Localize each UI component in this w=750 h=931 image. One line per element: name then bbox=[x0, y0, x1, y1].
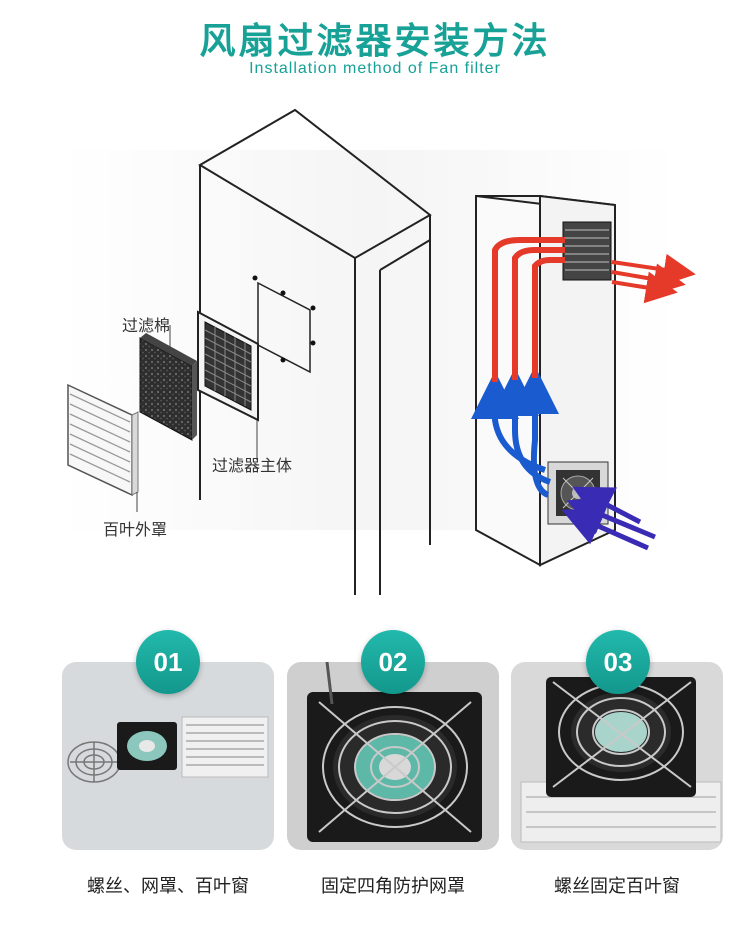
label-louver-cover: 百叶外罩 bbox=[103, 520, 168, 539]
filter-body bbox=[197, 310, 259, 422]
step-3-photo bbox=[511, 662, 723, 850]
step-1-caption: 螺丝、网罩、百叶窗 bbox=[87, 876, 249, 897]
leader-lines bbox=[136, 325, 258, 512]
louver-panel-icon bbox=[181, 716, 269, 778]
step-2-number-badge: 02 bbox=[361, 630, 425, 694]
step-3-caption: 螺丝固定百叶窗 bbox=[554, 876, 680, 897]
screwdriver-icon bbox=[325, 662, 334, 705]
fan-guard-icon bbox=[318, 701, 472, 833]
enclosure-airflow-illustration bbox=[471, 194, 696, 567]
installation-diagram bbox=[60, 108, 696, 595]
page-subtitle: Installation method of Fan filter bbox=[249, 60, 501, 77]
page-title: 风扇过滤器安装方法 bbox=[199, 21, 551, 62]
step-1-photo bbox=[62, 662, 274, 850]
step-3-number-badge: 03 bbox=[586, 630, 650, 694]
fan-icon bbox=[117, 722, 177, 770]
step-2-photo bbox=[287, 662, 499, 850]
fan-guard-icon bbox=[67, 741, 121, 783]
step-2-caption: 固定四角防护网罩 bbox=[321, 876, 465, 897]
step-2-illustration bbox=[307, 662, 482, 842]
exhaust-grille bbox=[562, 221, 612, 281]
fan-guard-icon bbox=[552, 681, 692, 788]
step-1-number-badge: 01 bbox=[136, 630, 200, 694]
mounting-cutout bbox=[252, 275, 316, 374]
louver-cover bbox=[67, 383, 139, 497]
step-3-illustration bbox=[520, 677, 722, 843]
step-1-illustration bbox=[67, 716, 269, 783]
label-filter-body: 过滤器主体 bbox=[212, 456, 293, 475]
label-filter-cotton: 过滤棉 bbox=[122, 316, 171, 335]
